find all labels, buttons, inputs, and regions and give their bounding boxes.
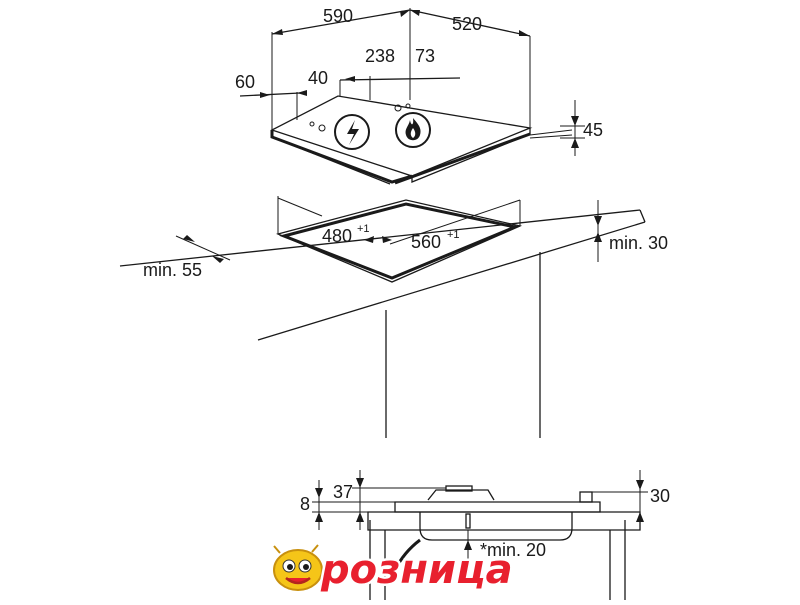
dim-560-tolerance: +1	[447, 229, 460, 241]
dim-560-label: 560	[411, 232, 441, 252]
gas-flame-symbol-icon	[395, 112, 431, 148]
dim-30-label: 30	[650, 486, 670, 506]
hob-top-view	[239, 8, 585, 185]
dim-8-label: 8	[300, 494, 310, 514]
dim-min30-label: min. 30	[609, 233, 668, 253]
electric-symbol-icon	[334, 114, 370, 150]
dim-60-label: 60	[235, 72, 255, 92]
dim-37-label: 37	[333, 482, 353, 502]
dim-238-label: 238	[365, 46, 395, 66]
dim-45-label: 45	[583, 120, 603, 140]
section-view	[312, 470, 648, 600]
mascot-icon	[273, 544, 323, 591]
logo-text: розница	[320, 547, 513, 593]
roznica-logo: розница	[273, 544, 515, 596]
dim-40-label: 40	[308, 68, 328, 88]
worktop-cutout	[119, 196, 646, 438]
dim-520-label: 520	[452, 14, 482, 34]
dim-480-tolerance: +1	[357, 223, 370, 235]
dim-min20-label: *min. 20	[480, 540, 546, 560]
dim-73-label: 73	[415, 46, 435, 66]
dim-min55-label: min. 55	[143, 260, 202, 280]
dim-590-label: 590	[323, 6, 353, 26]
dim-480-label: 480	[322, 226, 352, 246]
